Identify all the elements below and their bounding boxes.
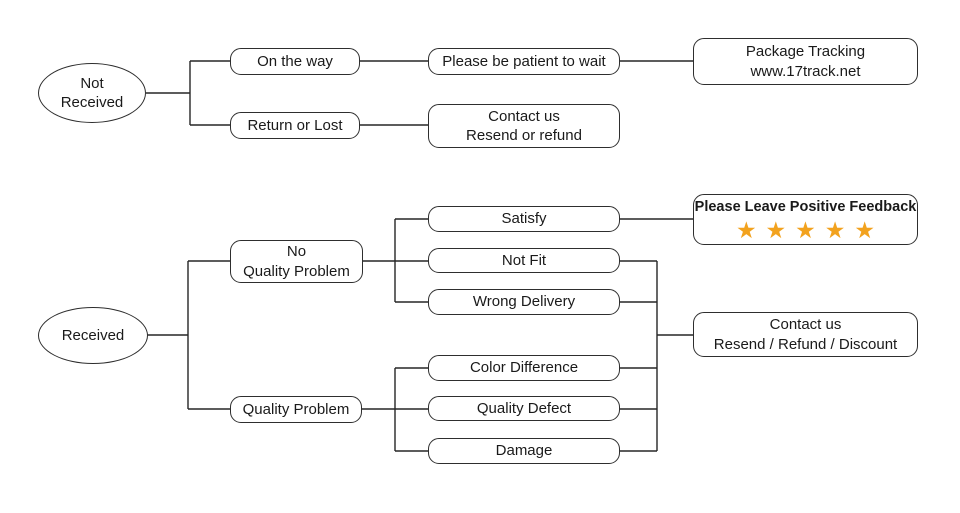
node-received: Received (38, 307, 148, 364)
node-please-be-patient: Please be patient to wait (428, 48, 620, 75)
connector-no-quality-problem-branch (363, 218, 428, 303)
node-package-tracking-label: Package Tracking www.17track.net (745, 43, 866, 80)
node-positive-feedback-label: Please Leave Positive Feedback (694, 198, 917, 215)
node-damage-label: Damage (495, 442, 553, 460)
node-package-tracking: Package Tracking www.17track.net (693, 38, 918, 85)
node-received-label: Received (61, 326, 125, 344)
node-not-received: Not Received (38, 63, 146, 123)
node-damage: Damage (428, 438, 620, 464)
connector-quality-problem-branch (362, 367, 428, 452)
node-quality-defect: Quality Defect (428, 396, 620, 421)
node-color-difference-label: Color Difference (469, 359, 579, 377)
node-quality-defect-label: Quality Defect (476, 399, 572, 417)
node-contact-resend-refund: Contact us Resend or refund (428, 104, 620, 148)
node-return-or-lost: Return or Lost (230, 112, 360, 139)
node-not-fit-label: Not Fit (501, 251, 547, 269)
node-contact-resend-refund-discount-label: Contact us Resend / Refund / Discount (713, 316, 898, 353)
node-satisfy-label: Satisfy (501, 210, 547, 228)
node-quality-problem-label: Quality Problem (242, 400, 350, 418)
node-no-quality-problem-label: No Quality Problem (243, 243, 350, 280)
node-contact-resend-refund-discount: Contact us Resend / Refund / Discount (693, 312, 918, 357)
node-please-be-patient-label: Please be patient to wait (442, 52, 606, 70)
node-quality-problem: Quality Problem (230, 396, 362, 423)
node-wrong-delivery: Wrong Delivery (428, 289, 620, 315)
connector-issues-merge-to-contact (620, 260, 693, 452)
connector-not-received-branch (146, 60, 230, 126)
node-on-the-way: On the way (230, 48, 360, 75)
node-positive-feedback: Please Leave Positive Feedback ★★★★★ (693, 194, 918, 245)
five-star-rating-icon: ★★★★★ (735, 216, 885, 243)
node-contact-resend-refund-label: Contact us Resend or refund (466, 107, 582, 145)
node-not-received-label: Not Received (60, 74, 124, 112)
node-not-fit: Not Fit (428, 248, 620, 273)
connector-received-branch (147, 260, 230, 410)
node-no-quality-problem: No Quality Problem (230, 240, 363, 283)
node-satisfy: Satisfy (428, 206, 620, 232)
node-color-difference: Color Difference (428, 355, 620, 381)
node-wrong-delivery-label: Wrong Delivery (472, 293, 576, 311)
node-return-or-lost-label: Return or Lost (247, 116, 343, 134)
node-on-the-way-label: On the way (257, 52, 333, 70)
